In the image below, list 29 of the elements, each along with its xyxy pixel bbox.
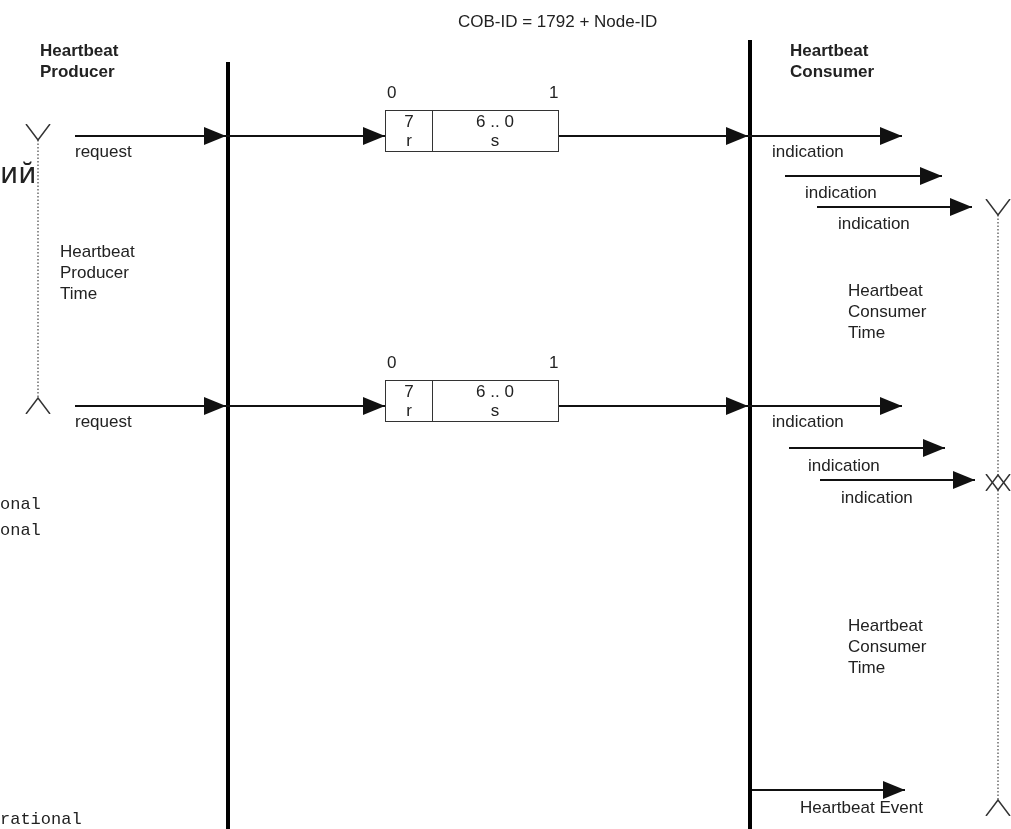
frame-field: 6 .. 0 s xyxy=(432,381,557,421)
arrow xyxy=(74,397,386,415)
arrow xyxy=(74,127,386,145)
text-fragment: onal xyxy=(0,520,41,541)
arrow-label: indication xyxy=(805,182,877,203)
arrow xyxy=(558,127,903,145)
bit-number: 1 xyxy=(549,82,559,103)
time-label: Heartbeat Producer Time xyxy=(60,241,136,304)
frame-box xyxy=(385,380,559,422)
header-text: COB-ID = 1792 + Node-ID xyxy=(458,11,658,32)
arrow-label: indication xyxy=(838,213,910,234)
bit-number: 1 xyxy=(549,352,559,373)
bit-number: 0 xyxy=(387,82,397,103)
bit-number: 0 xyxy=(387,352,397,373)
arrow-label: Heartbeat Event xyxy=(800,797,923,818)
time-label: Heartbeat Consumer Time xyxy=(848,280,928,343)
time-label: Heartbeat Consumer Time xyxy=(848,615,928,678)
text-fragment: rational xyxy=(0,810,82,829)
text-fragment: onal xyxy=(0,494,41,515)
arrow xyxy=(558,397,903,415)
frame-field: 7 r xyxy=(386,381,432,421)
lane-heading: Heartbeat Consumer xyxy=(790,40,876,82)
arrow-label: indication xyxy=(841,487,913,508)
frame-box xyxy=(385,110,559,152)
frame-field: 6 .. 0 s xyxy=(432,111,557,151)
lane-heading: Heartbeat Producer xyxy=(40,40,120,82)
frame-field: 7 r xyxy=(386,111,432,151)
text-fragment: ий xyxy=(0,157,37,191)
arrow-label: indication xyxy=(808,455,880,476)
